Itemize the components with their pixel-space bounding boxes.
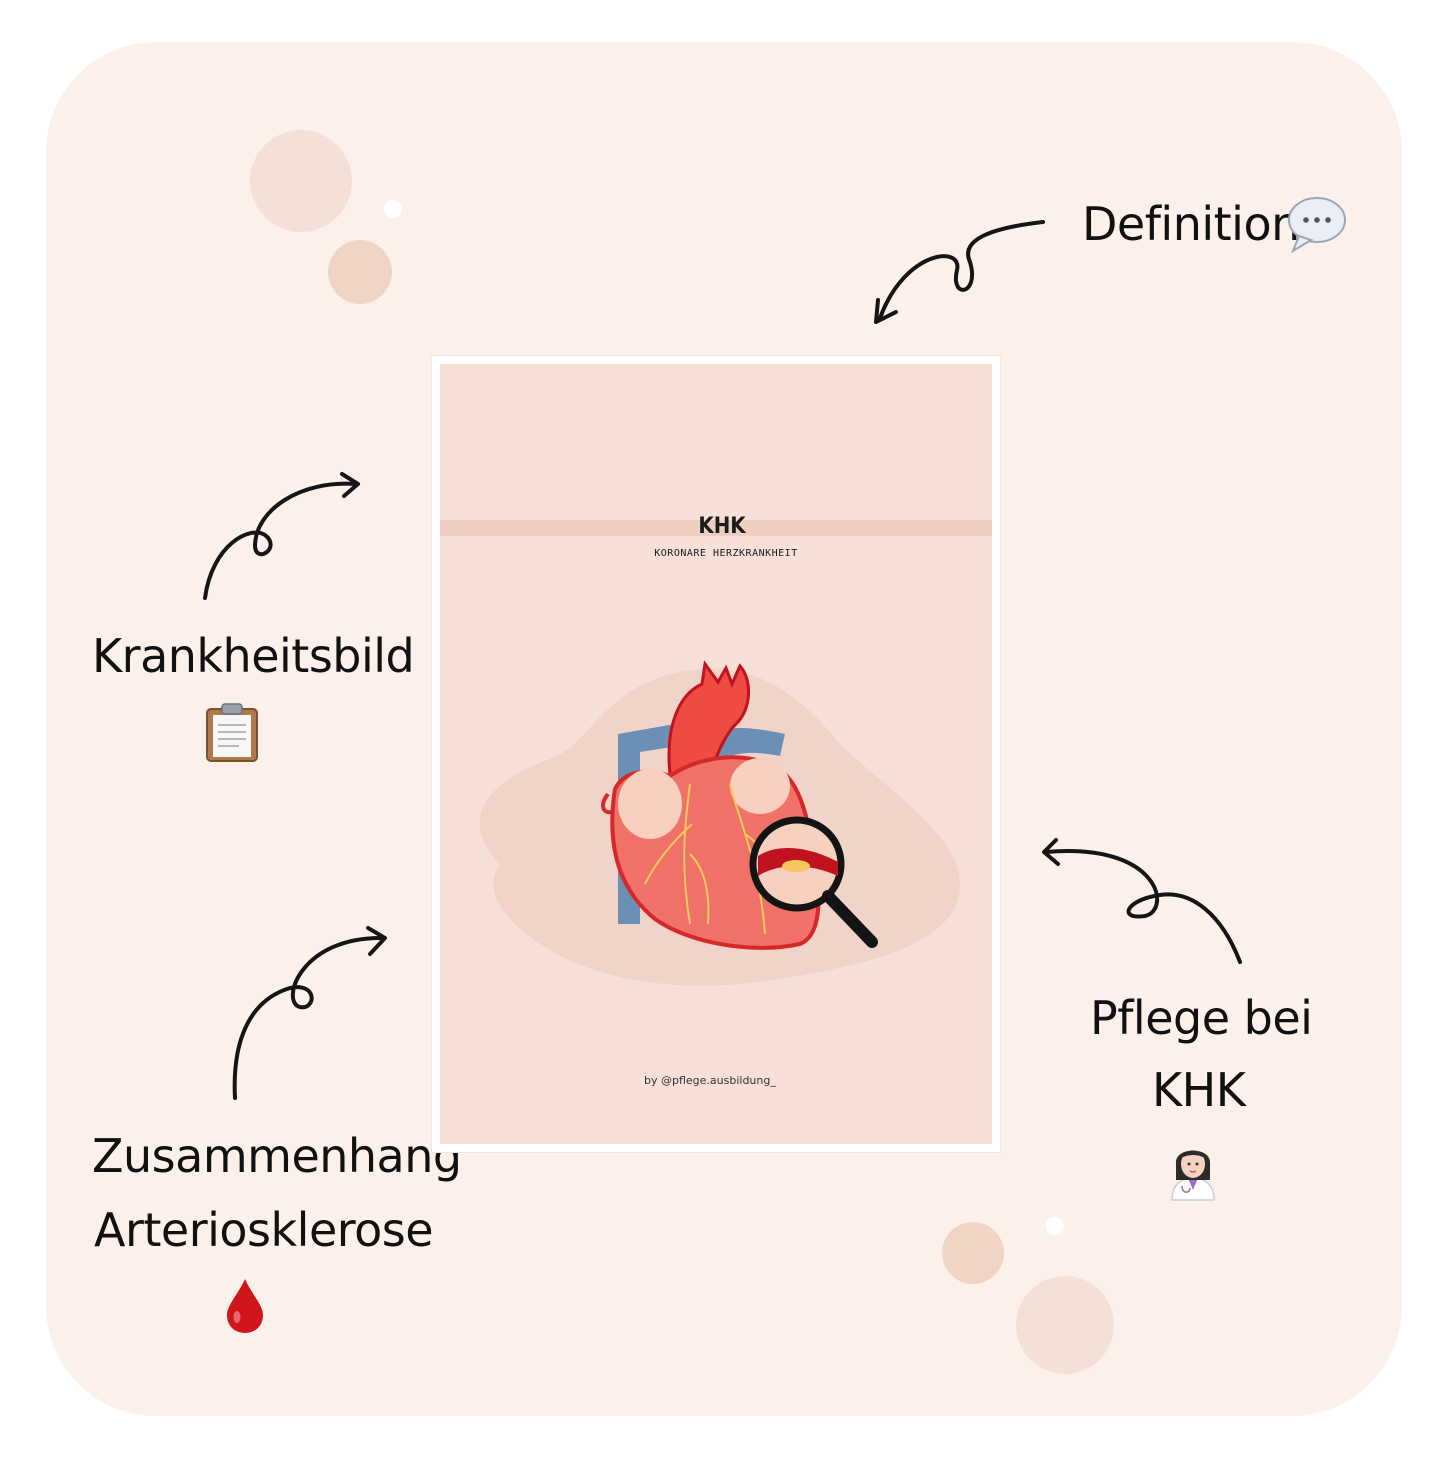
decor-circle xyxy=(384,200,402,218)
decor-circle xyxy=(1016,1276,1114,1374)
health-worker-icon xyxy=(1171,1150,1215,1201)
cover-title: KHK xyxy=(698,514,746,539)
decor-circle xyxy=(250,130,352,232)
label-pflege-line2: KHK xyxy=(1152,1063,1246,1117)
cover-page[interactable]: KHK KORONARE HERZKRANKHEIT xyxy=(432,356,1000,1152)
decor-circle xyxy=(1046,1217,1064,1235)
label-pflege-line1: Pflege bei xyxy=(1090,991,1313,1045)
blood-drop-icon xyxy=(227,1279,263,1333)
cover-band xyxy=(440,520,992,536)
label-definition: Definition xyxy=(1082,197,1300,251)
cover-credit: by @pflege.ausbildung_ xyxy=(644,1074,776,1087)
label-zusammenhang-line2: Arteriosklerose xyxy=(94,1203,434,1257)
decor-circle xyxy=(328,240,392,304)
heart-illustration xyxy=(479,660,960,986)
cover-subtitle: KORONARE HERZKRANKHEIT xyxy=(654,548,798,559)
label-zusammenhang-line1: Zusammenhang xyxy=(92,1129,462,1183)
cover-page-inner: KHK KORONARE HERZKRANKHEIT xyxy=(440,364,992,1144)
decor-circle xyxy=(942,1222,1004,1284)
speech-bubble-icon xyxy=(1288,197,1346,254)
clipboard-icon xyxy=(206,703,258,762)
label-krankheitsbild: Krankheitsbild xyxy=(92,629,415,683)
